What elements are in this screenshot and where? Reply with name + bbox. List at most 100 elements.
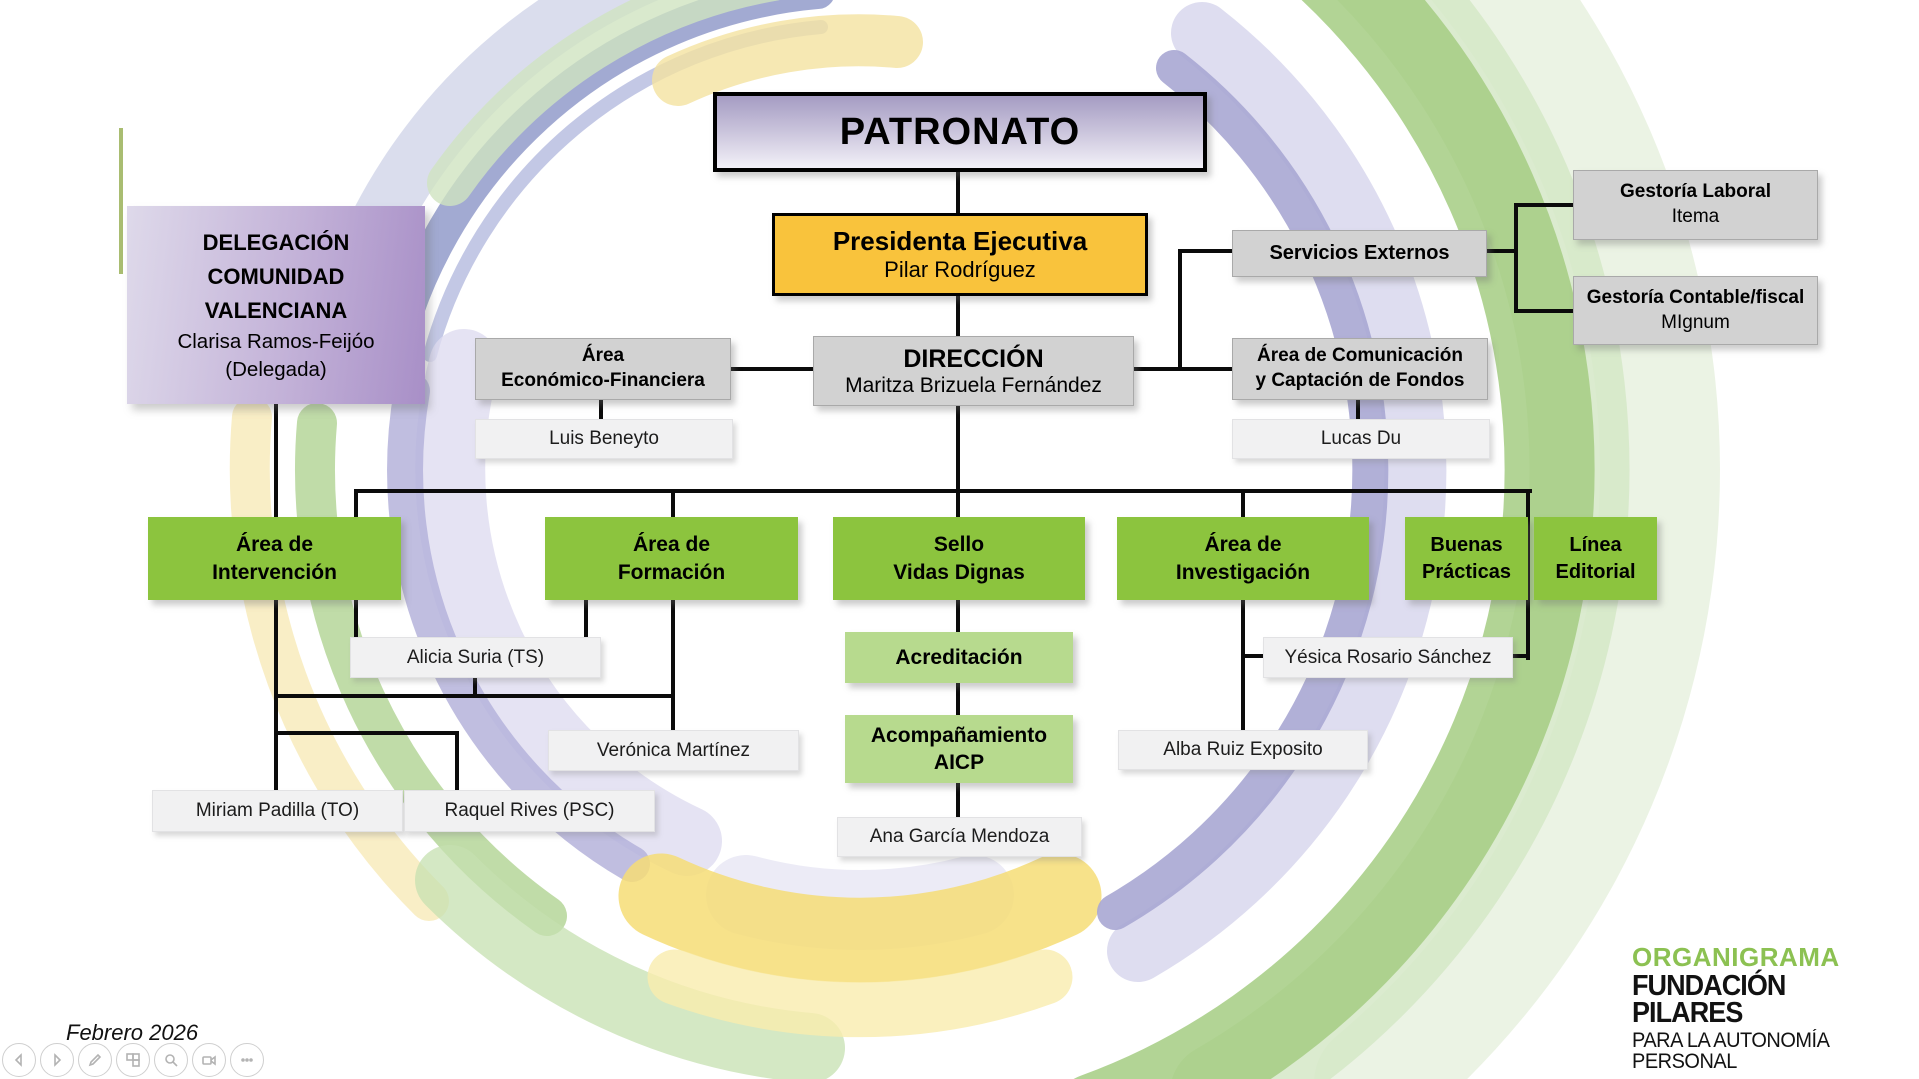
connector-line bbox=[1514, 203, 1518, 313]
node-raquel-rives: Raquel Rives (PSC) bbox=[404, 790, 655, 832]
connector-line bbox=[956, 781, 960, 819]
node-acompanamiento-aicp: Acompañamiento AICP bbox=[845, 715, 1073, 783]
next-slide-button[interactable] bbox=[40, 1043, 74, 1077]
connector-line bbox=[956, 172, 960, 215]
node-title: Área de bbox=[632, 532, 711, 556]
pen-tool-button[interactable] bbox=[78, 1043, 112, 1077]
slide-date: Febrero 2026 bbox=[66, 1020, 199, 1045]
node-miriam-padilla: Miriam Padilla (TO) bbox=[152, 790, 403, 832]
connector-line bbox=[1178, 249, 1234, 253]
connector-line bbox=[455, 731, 459, 792]
node-title: AICP bbox=[933, 751, 985, 774]
node-title: Económico-Financiera bbox=[501, 370, 705, 391]
connector-line bbox=[274, 598, 278, 698]
node-title: Área de bbox=[235, 532, 314, 556]
show-slides-button[interactable] bbox=[116, 1043, 150, 1077]
zoom-button[interactable] bbox=[154, 1043, 188, 1077]
node-title: Intervención bbox=[212, 560, 337, 584]
camera-icon bbox=[202, 1055, 216, 1066]
person-name: Raquel Rives (PSC) bbox=[444, 800, 615, 821]
node-title: DIRECCIÓN bbox=[903, 345, 1044, 373]
node-title: Sello bbox=[933, 532, 985, 556]
node-alba-ruiz: Alba Ruiz Exposito bbox=[1118, 730, 1368, 770]
node-title: COMUNIDAD bbox=[207, 264, 345, 290]
node-title: DELEGACIÓN bbox=[202, 230, 350, 256]
person-name: Pilar Rodríguez bbox=[884, 257, 1036, 282]
connector-line bbox=[1241, 598, 1245, 732]
logo-line-pilares: PILARES bbox=[1632, 997, 1743, 1029]
node-title: Servicios Externos bbox=[1269, 242, 1450, 264]
connector-line bbox=[671, 598, 675, 732]
person-name: Ana García Mendoza bbox=[869, 826, 1050, 847]
node-title: PATRONATO bbox=[839, 110, 1081, 153]
node-sello-vidas-dignas: Sello Vidas Dignas bbox=[833, 517, 1085, 600]
slideshow-controls bbox=[2, 1043, 264, 1077]
previous-slide-button[interactable] bbox=[2, 1043, 36, 1077]
node-title: Gestoría Contable/fiscal bbox=[1586, 286, 1805, 308]
camera-button[interactable] bbox=[192, 1043, 226, 1077]
connector-line bbox=[1356, 398, 1360, 421]
node-title: Gestoría Laboral bbox=[1620, 181, 1771, 203]
person-name: Yésica Rosario Sánchez bbox=[1284, 646, 1492, 668]
node-area-formacion: Área de Formación bbox=[545, 517, 798, 600]
connector-line bbox=[1526, 489, 1530, 660]
node-title: Área de Comunicación bbox=[1257, 345, 1463, 367]
node-title: Presidenta Ejecutiva bbox=[832, 226, 1088, 256]
person-name: Maritza Brizuela Fernández bbox=[845, 374, 1102, 397]
node-area-intervencion: Área de Intervención bbox=[148, 517, 401, 600]
magnifier-icon bbox=[165, 1054, 178, 1067]
connector-line bbox=[356, 489, 1532, 493]
node-patronato: PATRONATO bbox=[713, 92, 1207, 172]
connector-line bbox=[1511, 654, 1530, 658]
fundacion-pilares-logo: ORGANIGRAMA FUNDACIÓN PILARES PARA LA AU… bbox=[1632, 944, 1919, 1072]
connector-line bbox=[956, 681, 960, 717]
node-acreditacion: Acreditación bbox=[845, 632, 1073, 683]
node-direccion: DIRECCIÓN Maritza Brizuela Fernández bbox=[813, 336, 1134, 406]
connector-line bbox=[274, 694, 675, 698]
node-linea-editorial: Línea Editorial bbox=[1534, 517, 1657, 600]
node-gestoria-laboral: Gestoría Laboral Itema bbox=[1573, 170, 1818, 240]
person-name: Verónica Martínez bbox=[596, 739, 751, 761]
node-title: Investigación bbox=[1175, 560, 1311, 584]
node-area-investigacion: Área de Investigación bbox=[1117, 517, 1369, 600]
connector-line bbox=[956, 296, 960, 338]
provider-name: MIgnum bbox=[1661, 311, 1730, 333]
node-title: Formación bbox=[617, 560, 726, 584]
logo-line-organigrama: ORGANIGRAMA bbox=[1632, 942, 1840, 972]
connector-line bbox=[1241, 489, 1245, 519]
connector-line bbox=[1178, 251, 1182, 371]
node-servicios-externos: Servicios Externos bbox=[1232, 230, 1487, 277]
node-title: Vidas Dignas bbox=[893, 560, 1025, 584]
person-name: Lucas Du bbox=[1320, 428, 1402, 449]
slides-grid-icon bbox=[126, 1053, 140, 1067]
provider-name: Itema bbox=[1671, 206, 1720, 227]
pen-icon bbox=[88, 1053, 102, 1067]
node-alicia-suria: Alicia Suria (TS) bbox=[350, 637, 601, 678]
node-title: Área bbox=[581, 345, 625, 367]
node-area-economico-financiera: Área Económico-Financiera bbox=[475, 338, 731, 400]
ellipsis-icon bbox=[241, 1058, 253, 1062]
connector-line bbox=[274, 401, 278, 519]
person-role: (Delegada) bbox=[225, 358, 327, 382]
connector-line bbox=[956, 598, 960, 634]
connector-line bbox=[1485, 249, 1518, 253]
arrow-right-icon bbox=[54, 1053, 62, 1067]
node-buenas-practicas: Buenas Prácticas bbox=[1405, 517, 1528, 600]
node-delegacion-valenciana: DELEGACIÓN COMUNIDAD VALENCIANA Clarisa … bbox=[127, 206, 425, 404]
person-name: Alba Ruiz Exposito bbox=[1163, 739, 1323, 760]
node-title: Acreditación bbox=[895, 645, 1023, 669]
node-veronica-martinez: Verónica Martínez bbox=[548, 730, 799, 771]
connector-line bbox=[599, 398, 603, 421]
node-title: Editorial bbox=[1555, 560, 1636, 583]
node-lucas-du: Lucas Du bbox=[1232, 419, 1490, 459]
more-options-button[interactable] bbox=[230, 1043, 264, 1077]
node-title: Área de bbox=[1204, 532, 1282, 556]
connector-line bbox=[1241, 654, 1265, 658]
node-area-comunicacion: Área de Comunicación y Captación de Fond… bbox=[1232, 338, 1488, 400]
connector-line bbox=[1514, 203, 1575, 207]
node-ana-garcia: Ana García Mendoza bbox=[837, 817, 1082, 857]
connector-line bbox=[671, 489, 675, 519]
node-title: VALENCIANA bbox=[204, 298, 348, 324]
node-presidenta-ejecutiva: Presidenta Ejecutiva Pilar Rodríguez bbox=[772, 213, 1148, 296]
